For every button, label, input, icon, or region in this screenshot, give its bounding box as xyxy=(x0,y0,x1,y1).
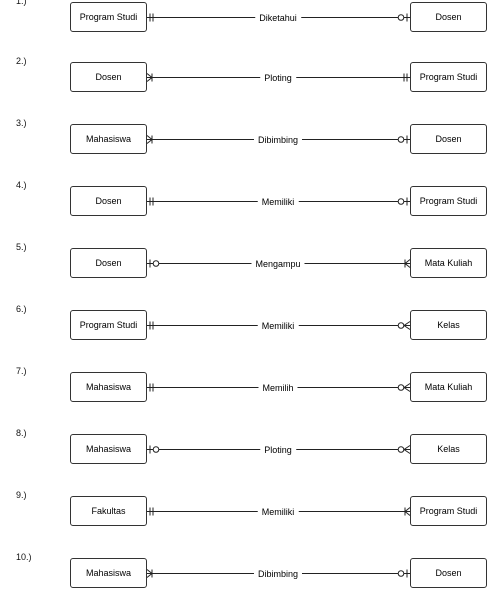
relationship-row: 6.) Program Studi Kelas Memiliki xyxy=(0,304,488,342)
entity-box-left[interactable]: Fakultas xyxy=(70,496,147,526)
row-number: 5.) xyxy=(16,242,27,252)
row-number: 8.) xyxy=(16,428,27,438)
circle-mark xyxy=(397,570,405,577)
row-number: 1.) xyxy=(16,0,27,6)
entity-box-right[interactable]: Dosen xyxy=(410,2,487,32)
entity-box-right[interactable]: Program Studi xyxy=(410,62,487,92)
entity-box-right[interactable]: Dosen xyxy=(410,124,487,154)
entity-box-left[interactable]: Mahasiswa xyxy=(70,558,147,588)
row-number: 6.) xyxy=(16,304,27,314)
row-number: 3.) xyxy=(16,118,27,128)
row-number: 4.) xyxy=(16,180,27,190)
relationship-row: 9.) Fakultas Program Studi Memiliki xyxy=(0,490,488,528)
entity-box-right[interactable]: Dosen xyxy=(410,558,487,588)
relationship-row: 3.) Mahasiswa Dosen Dibimbing xyxy=(0,118,488,156)
circle-mark xyxy=(397,198,405,205)
entity-box-right[interactable]: Program Studi xyxy=(410,496,487,526)
relationship-label: Memiliki xyxy=(257,197,299,207)
circle-mark xyxy=(152,260,160,267)
circle-mark xyxy=(397,322,405,329)
circle-mark xyxy=(397,136,405,143)
entity-box-left[interactable]: Mahasiswa xyxy=(70,434,147,464)
relationship-label: Ploting xyxy=(260,445,296,455)
relationship-label: Dibimbing xyxy=(253,135,303,145)
entity-box-left[interactable]: Dosen xyxy=(70,62,147,92)
relationship-label: Dibimbing xyxy=(253,569,303,579)
relationship-label: Memilih xyxy=(258,383,298,393)
circle-mark xyxy=(397,14,405,21)
relationship-label: Diketahui xyxy=(255,13,301,23)
relationship-row: 10.) Mahasiswa Dosen Dibimbing xyxy=(0,552,488,590)
entity-box-left[interactable]: Program Studi xyxy=(70,310,147,340)
row-number: 10.) xyxy=(16,552,32,562)
circle-mark xyxy=(397,446,405,453)
circle-mark xyxy=(397,384,405,391)
entity-box-left[interactable]: Dosen xyxy=(70,248,147,278)
relationship-row: 1.) Program Studi Dosen Diketahui xyxy=(0,0,488,34)
relationship-row: 7.) Mahasiswa Mata Kuliah Memilih xyxy=(0,366,488,404)
relationship-label: Memiliki xyxy=(257,507,299,517)
entity-box-left[interactable]: Dosen xyxy=(70,186,147,216)
relationship-row: 8.) Mahasiswa Kelas Ploting xyxy=(0,428,488,466)
entity-box-right[interactable]: Program Studi xyxy=(410,186,487,216)
entity-box-right[interactable]: Kelas xyxy=(410,310,487,340)
circle-mark xyxy=(152,446,160,453)
relationship-label: Mengampu xyxy=(251,259,305,269)
entity-box-left[interactable]: Program Studi xyxy=(70,2,147,32)
entity-box-left[interactable]: Mahasiswa xyxy=(70,124,147,154)
entity-box-left[interactable]: Mahasiswa xyxy=(70,372,147,402)
row-number: 7.) xyxy=(16,366,27,376)
entity-box-right[interactable]: Kelas xyxy=(410,434,487,464)
row-number: 2.) xyxy=(16,56,27,66)
entity-box-right[interactable]: Mata Kuliah xyxy=(410,248,487,278)
relationship-row: 4.) Dosen Program Studi Memiliki xyxy=(0,180,488,218)
entity-box-right[interactable]: Mata Kuliah xyxy=(410,372,487,402)
relationship-label: Ploting xyxy=(260,73,296,83)
relationship-row: 5.) Dosen Mata Kuliah Mengampu xyxy=(0,242,488,280)
relationship-row: 2.) Dosen Program Studi Ploting xyxy=(0,56,488,94)
row-number: 9.) xyxy=(16,490,27,500)
relationship-label: Memiliki xyxy=(257,321,299,331)
